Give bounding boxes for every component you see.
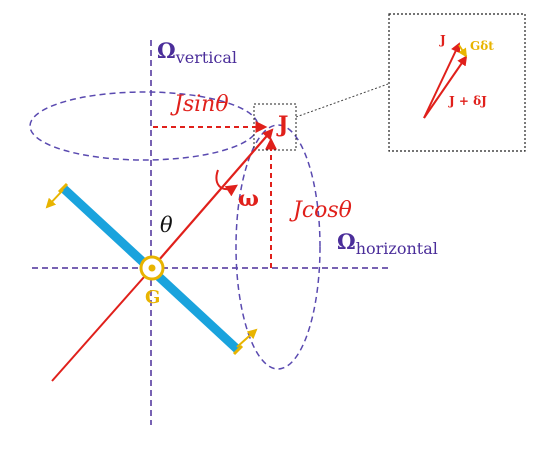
omega-vertical-label: Ωvertical: [157, 38, 237, 67]
inset-j-plus-dj-vector: [423, 55, 468, 119]
vertical-precession-ellipse: [235, 124, 321, 370]
j-cos-theta-label: Jcosθ: [289, 198, 352, 223]
inset-zoom-panel: J Gδt J + δJ: [388, 13, 526, 152]
zoom-connector: [295, 83, 389, 118]
inset-border: [388, 13, 526, 152]
theta-label: θ: [160, 213, 173, 237]
rotor-force-arrow-top: [45, 189, 64, 209]
j-sin-theta-label: Jsinθ: [170, 92, 229, 117]
center-of-mass-dot: [148, 264, 156, 272]
inset-g-dt-label: Gδt: [470, 39, 494, 53]
omega-rotation-arrow: [215, 169, 238, 197]
inset-j-plus-dj-label: J + δJ: [448, 94, 487, 108]
omega-vertical-subscript: vertical: [175, 48, 237, 67]
g-label: G: [145, 287, 160, 308]
omega-label: ω: [238, 186, 259, 212]
inset-j-label: J: [439, 33, 446, 47]
omega-horizontal-subscript: horizontal: [356, 239, 438, 258]
rotor-bar-end-cap-top: [57, 182, 69, 194]
angular-momentum-line-lower: [51, 267, 153, 382]
rotor-bar-end-cap-bottom: [232, 344, 244, 356]
j-label: J: [276, 112, 288, 138]
omega-horizontal-label: Ωhorizontal: [337, 229, 438, 258]
inset-g-dt-vector: [458, 44, 467, 58]
rotor-force-arrow-bottom: [236, 328, 258, 348]
angular-momentum-vector-j: [151, 128, 274, 269]
inset-j-vector: [423, 42, 461, 119]
